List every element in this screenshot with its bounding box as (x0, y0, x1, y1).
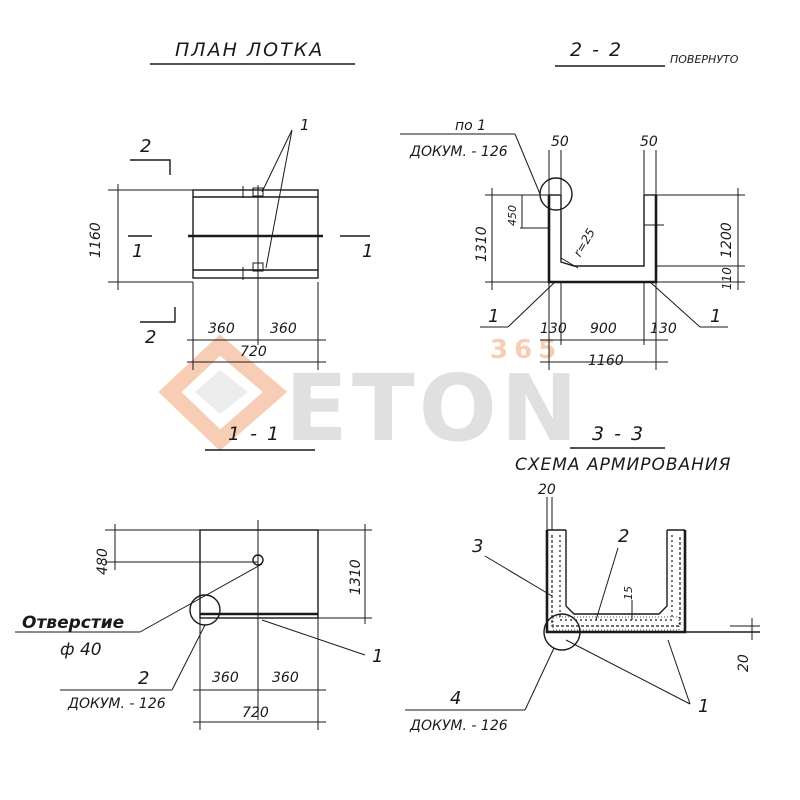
title-section-33: 3 - 3 (592, 423, 645, 445)
s33-dim-20-side: 20 (736, 654, 752, 672)
s11-dim-1310: 1310 (348, 559, 364, 595)
section-11-view: Отверстие ф 40 480 1310 2 ДОКУМ. - 126 1… (15, 520, 383, 730)
s11-mark-1: 1 (372, 646, 383, 667)
s11-ref-2-doc: ДОКУМ. - 126 (67, 696, 166, 712)
s22-mark-1-left: 1 (488, 306, 499, 327)
s22-dim-130-left: 130 (540, 321, 567, 337)
section-22-view: по 1 ДОКУМ. - 126 50 50 1310 450 r=25 12… (400, 118, 745, 370)
plan-cut-1-right: 1 (362, 241, 373, 262)
plan-dim-360-right: 360 (270, 321, 297, 337)
s11-ref-2: 2 (138, 668, 149, 689)
s11-hole-size: ф 40 (60, 640, 102, 660)
section-33-view: 20 20 15 3 2 1 4 ДОКУМ. - 126 (405, 482, 760, 734)
s22-dim-1160: 1160 (588, 353, 624, 369)
plan-dim-height: 1160 (88, 222, 104, 258)
s33-ref-4-doc: ДОКУМ. - 126 (409, 718, 508, 734)
s11-dim-360-right: 360 (272, 670, 299, 686)
title-plan: ПЛАН ЛОТКА (175, 39, 324, 61)
s22-dim-900: 900 (590, 321, 617, 337)
title-section-22: 2 - 2 (570, 39, 623, 61)
s22-dim-110: 110 (720, 267, 734, 290)
s22-ref-line1: по 1 (455, 118, 486, 134)
s22-dim-450: 450 (506, 205, 519, 226)
title-section-11: 1 - 1 (228, 423, 281, 445)
s22-dim-1200: 1200 (719, 222, 735, 258)
s33-mark-2: 2 (618, 526, 629, 547)
s22-dim-50-left: 50 (551, 134, 569, 150)
title-section-22-note: ПОВЕРНУТО (670, 53, 739, 66)
plan-dim-360-left: 360 (208, 321, 235, 337)
s11-hole-label: Отверстие (22, 613, 124, 633)
plan-mark-1: 1 (300, 116, 310, 134)
s33-dim-20-top: 20 (538, 482, 556, 498)
s22-dim-1310: 1310 (474, 226, 490, 262)
plan-cut-2-top: 2 (140, 136, 151, 157)
watermark-logo-icon (158, 334, 288, 451)
plan-view: 1 1160 2 2 1 1 360 360 720 (88, 116, 373, 370)
s22-ref-line2: ДОКУМ. - 126 (409, 144, 508, 160)
watermark: ETON 365 (158, 334, 582, 462)
s11-dim-720: 720 (242, 705, 269, 721)
s11-dim-480: 480 (95, 548, 111, 575)
watermark-brand: ETON (285, 355, 582, 462)
plan-dim-720: 720 (240, 344, 267, 360)
s22-mark-1-right: 1 (710, 306, 721, 327)
s33-dim-15: 15 (622, 586, 635, 600)
s22-dim-radius: r=25 (571, 226, 598, 259)
s33-mark-1: 1 (698, 696, 709, 717)
s33-mark-3: 3 (472, 536, 483, 557)
s22-dim-50-right: 50 (640, 134, 658, 150)
plan-cut-1-left: 1 (132, 241, 143, 262)
plan-cut-2-bottom: 2 (145, 327, 156, 348)
s11-dim-360-left: 360 (212, 670, 239, 686)
title-reinforcement: СХЕМА АРМИРОВАНИЯ (515, 455, 731, 475)
s33-ref-4: 4 (450, 688, 461, 709)
s22-dim-130-right: 130 (650, 321, 677, 337)
